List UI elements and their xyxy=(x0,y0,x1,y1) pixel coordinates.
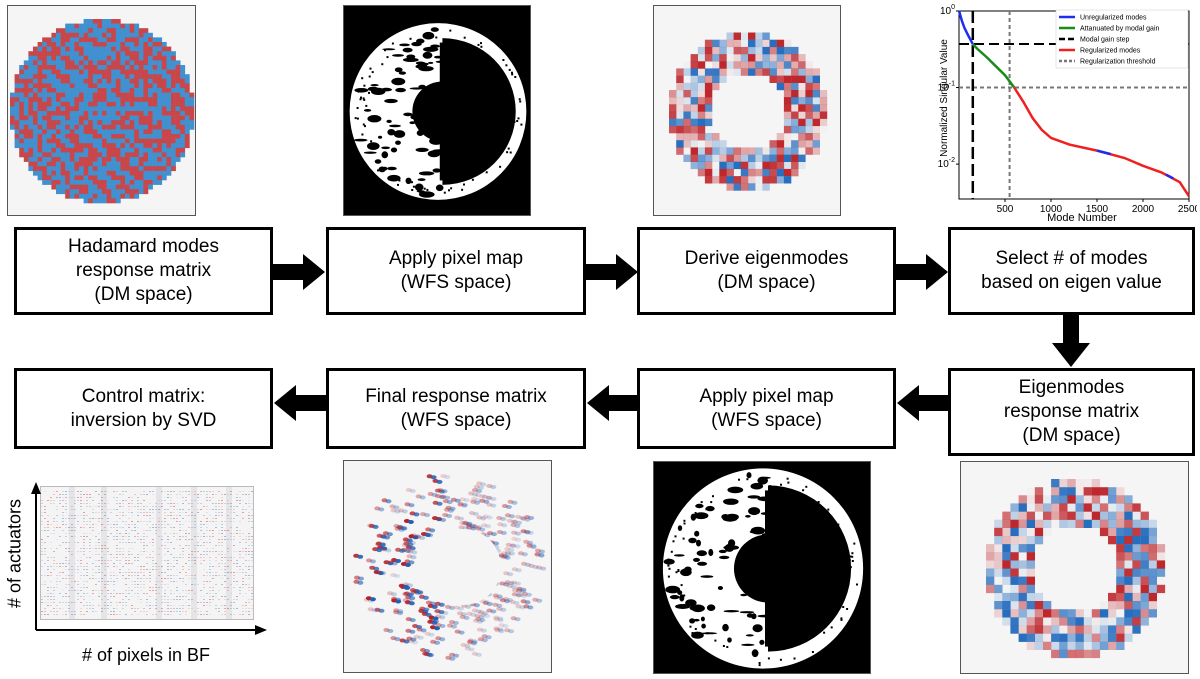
step-eigen-response-label: Eigenmodes response matrix (DM space) xyxy=(1003,377,1140,446)
control-matrix-image xyxy=(40,486,254,620)
pixel-map-image-top xyxy=(343,5,531,216)
arrow-right-2 xyxy=(586,254,638,290)
hadamard-modes-image xyxy=(7,5,196,216)
x-tick-label: 2500 xyxy=(1178,204,1197,215)
matrix-axes xyxy=(31,482,267,635)
eigenmode-image-top xyxy=(653,5,841,216)
step-derive-eigen-label: Derive eigenmodes (DM space) xyxy=(684,248,849,293)
series-line xyxy=(957,10,974,45)
singular-value-chart: 500100015002000250010010-110-2 Unregular… xyxy=(937,3,1200,225)
pixel-map-image-bottom xyxy=(653,461,871,674)
step-control-matrix-label: Control matrix: inversion by SVD xyxy=(70,385,217,431)
series-line xyxy=(971,43,1016,89)
matrix-y-label: # of actuators xyxy=(4,498,25,609)
step-hadamard-box: Hadamard modes response matrix (DM space… xyxy=(14,227,273,315)
step-select-modes-label: Select # of modes based on eigen value xyxy=(981,248,1162,293)
step-final-response-label: Final response matrix (WFS space) xyxy=(365,385,547,431)
chart-x-label: Mode Number xyxy=(1047,212,1117,224)
arrow-down xyxy=(1052,315,1090,367)
legend-label: Modal gain step xyxy=(1080,37,1130,44)
arrow-right-1 xyxy=(273,254,325,290)
legend-label: Attanuated by modal gain xyxy=(1080,26,1159,33)
arrow-left-2 xyxy=(587,385,639,421)
y-tick-label: 100 xyxy=(940,4,955,17)
step-apply-map-1-label: Apply pixel map (WFS space) xyxy=(388,248,524,293)
step-apply-map-2-box: Apply pixel map (WFS space) xyxy=(637,368,896,449)
x-tick-label: 1000 xyxy=(1040,204,1063,215)
series-line xyxy=(1013,86,1191,197)
legend-box xyxy=(1055,9,1189,69)
x-tick-label: 500 xyxy=(997,204,1014,215)
step-apply-map-2-label: Apply pixel map (WFS space) xyxy=(699,385,834,431)
x-tick-label: 1500 xyxy=(1086,204,1109,215)
chart-y-label: Normalized Singular Value xyxy=(939,39,950,157)
matrix-x-label: # of pixels in BF xyxy=(82,645,211,665)
legend-label: Regularized modes xyxy=(1080,48,1141,55)
unregularized-segment xyxy=(1096,149,1112,156)
step-eigen-response-box: Eigenmodes response matrix (DM space) xyxy=(948,368,1195,456)
unregularized-segment xyxy=(1165,173,1174,180)
eigenmode-image-bottom xyxy=(960,461,1189,674)
step-select-modes-box: Select # of modes based on eigen value xyxy=(948,227,1195,315)
final-response-image xyxy=(343,460,552,673)
arrow-left-1 xyxy=(897,385,949,421)
arrow-right-3 xyxy=(896,254,948,290)
y-tick-label: 10-2 xyxy=(938,157,955,170)
step-control-matrix-box: Control matrix: inversion by SVD xyxy=(14,368,273,449)
step-final-response-box: Final response matrix (WFS space) xyxy=(326,368,586,449)
step-hadamard-label: Hadamard modes response matrix (DM space… xyxy=(67,236,220,305)
legend-label: Regularization threshold xyxy=(1080,59,1156,66)
x-tick-label: 2000 xyxy=(1132,204,1155,215)
step-derive-eigen-box: Derive eigenmodes (DM space) xyxy=(637,227,896,315)
legend-label: Unregularized modes xyxy=(1080,15,1147,22)
step-apply-map-1-box: Apply pixel map (WFS space) xyxy=(326,227,586,315)
arrow-left-3 xyxy=(274,385,326,421)
